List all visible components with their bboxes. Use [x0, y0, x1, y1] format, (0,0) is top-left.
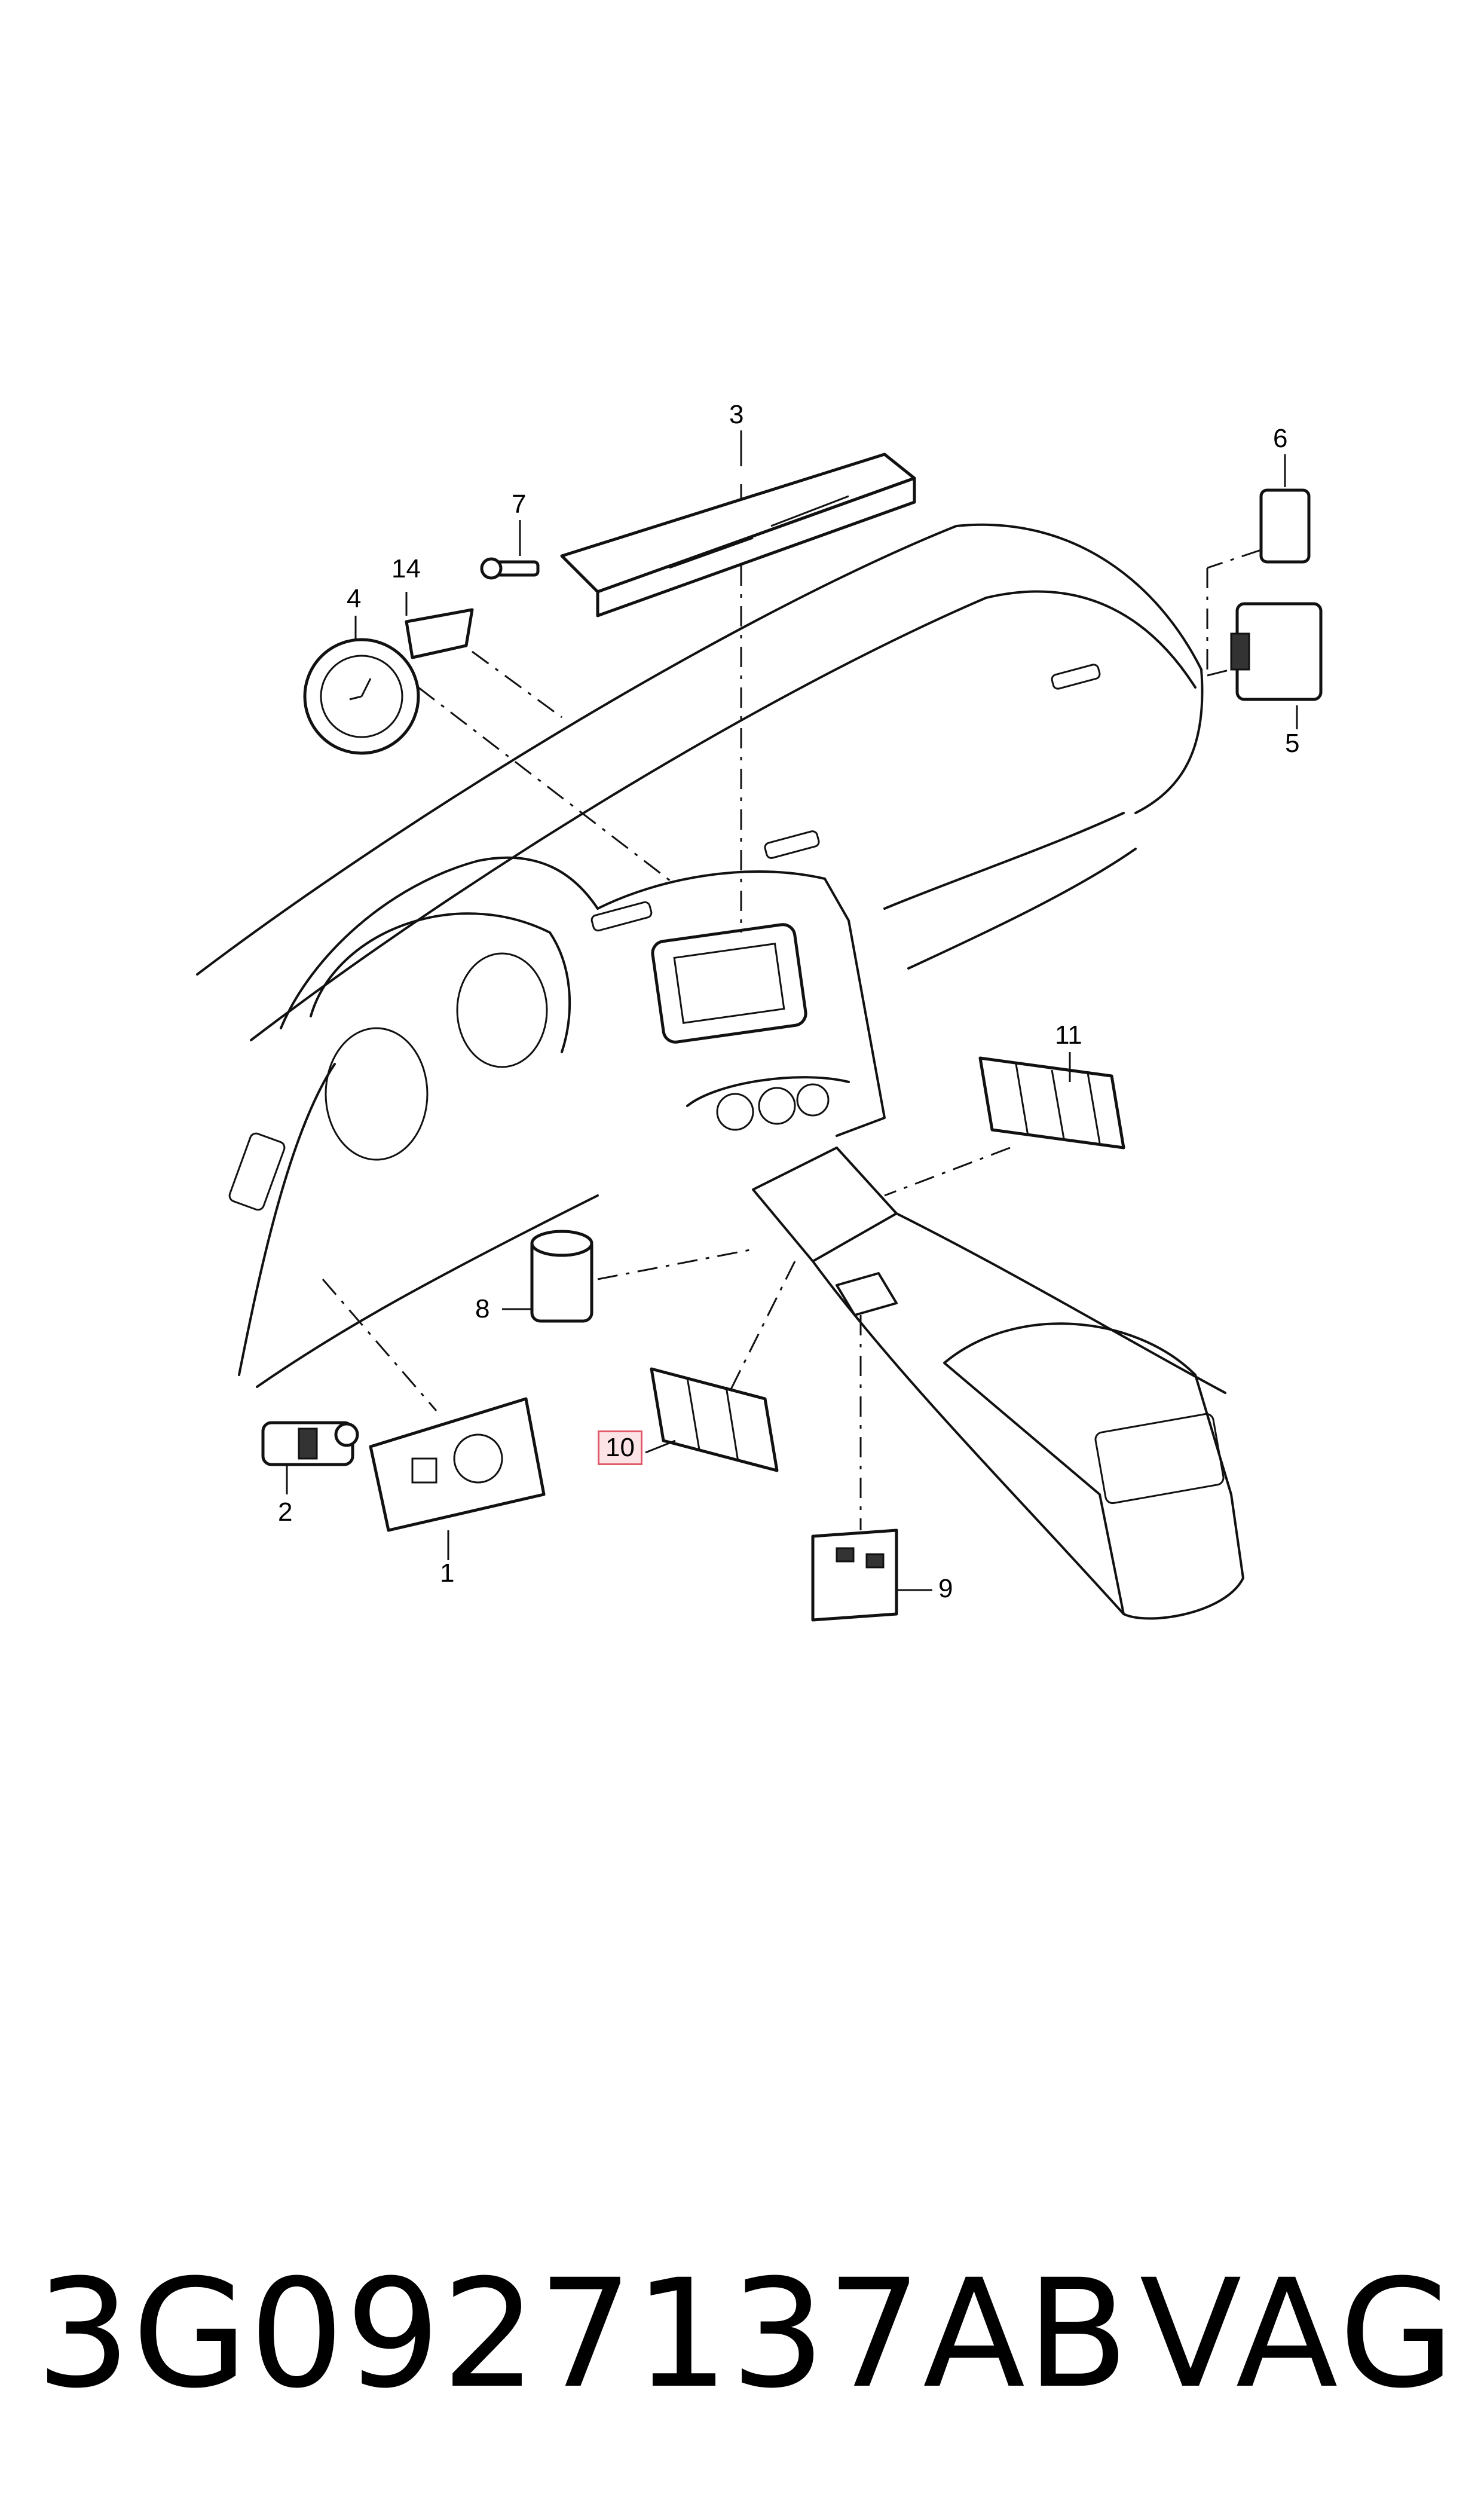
- callout-9: 9: [938, 1574, 953, 1603]
- callout-8: 8: [475, 1294, 490, 1323]
- callout-11: 11: [1055, 1020, 1082, 1050]
- part-1-light-switch: [369, 1397, 546, 1532]
- callout-ticks: [286, 430, 1298, 1591]
- callout-4: 4: [347, 584, 362, 613]
- callout-1: 1: [440, 1558, 455, 1588]
- part-number: 3G0927137AB: [36, 2247, 1130, 2421]
- part-2-sensor: [261, 1421, 359, 1466]
- part-8-start-button: [530, 1230, 593, 1323]
- callout-6: 6: [1273, 424, 1288, 453]
- callout-2: 2: [278, 1497, 293, 1527]
- part-6-connector: [1259, 488, 1311, 564]
- callout-5: 5: [1285, 729, 1300, 758]
- part-10-switch-block: [650, 1367, 779, 1472]
- part-9-switch-block: [811, 1528, 898, 1622]
- callout-10: 10: [598, 1430, 642, 1465]
- callout-14: 14: [391, 554, 421, 583]
- callout-7: 7: [512, 490, 527, 519]
- part-3-switch-panel: [560, 453, 916, 617]
- part-14-trim: [405, 608, 474, 659]
- leader-lines: [322, 484, 1262, 1530]
- brand-label: VAG: [1139, 2247, 1458, 2421]
- part-5-module: [1230, 602, 1323, 701]
- dashboard-outline: [196, 523, 1244, 1620]
- part-7-screw: [480, 557, 540, 580]
- callout-3: 3: [729, 400, 744, 429]
- footer: 3G0927137AB VAG: [36, 2260, 1458, 2409]
- part-11-switch-block: [978, 1056, 1125, 1150]
- part-4-clock: [303, 638, 420, 755]
